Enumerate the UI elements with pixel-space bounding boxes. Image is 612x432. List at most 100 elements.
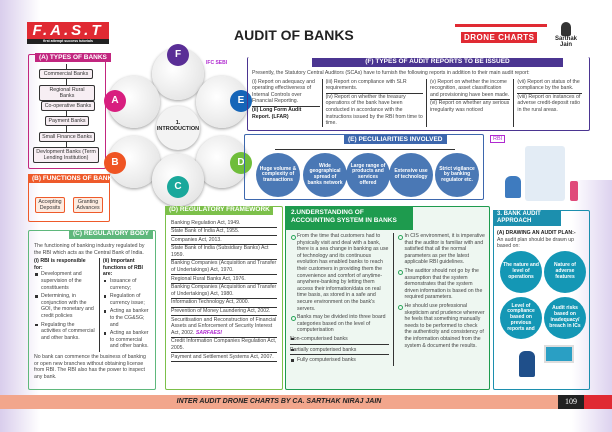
cis-point: He should use professional skepticism an… — [397, 303, 485, 349]
functions-heading: (B) FUNCTIONS OF BANK — [28, 174, 112, 183]
computer-monitor-shape — [544, 345, 574, 363]
bank-type: Co-operative Banks — [41, 101, 95, 111]
law-item: Credit Information Companies Regulation … — [171, 338, 277, 354]
petal-b: B — [104, 136, 160, 188]
law-item: Banking Companies (Acquisition and Trans… — [171, 284, 277, 299]
reports-column: (iii) Report on compliance with SLR requ… — [321, 78, 426, 127]
drone-bar — [455, 24, 547, 27]
regulatory-heading: (C) REGULATORY BODY — [69, 230, 153, 239]
rbi-functions-column: (ii) Important functions of RBI are: Iss… — [98, 258, 150, 352]
petal-b-label: B — [104, 152, 126, 174]
category-item: Non-computerised banks — [290, 336, 390, 345]
law-item-with-annotation: Securitisation and Reconstruction of Fin… — [171, 316, 277, 338]
accounting-paragraph: From the time that customers had to phys… — [290, 233, 389, 312]
reports-column: (v) Report on whether the income recogni… — [425, 78, 513, 127]
author-name: Sarthak Jain — [554, 36, 577, 48]
petal-a: A — [104, 76, 160, 128]
reports-columns: (i) Report on adequacy and operating eff… — [252, 78, 585, 127]
list-item: Issuance of currency; — [103, 278, 150, 291]
list-item: Acting as banker to commercial and other… — [103, 330, 150, 350]
peculiarity-item: Extensive use of technology — [389, 153, 433, 197]
author-logo: Sarthak Jain — [550, 22, 582, 50]
plan-basis-item: Level of compliance based on previous re… — [500, 297, 542, 339]
person-shape — [505, 176, 521, 198]
list-item: Acting as banker to the CG&SG; and — [103, 308, 150, 328]
petal-d: D — [196, 136, 252, 188]
page-number: 109 — [558, 395, 584, 409]
law-item: Regional Rural Banks Act, 1976. — [171, 275, 277, 284]
sarfaesi-annotation: SARFAESI — [195, 329, 222, 336]
law-item: State Bank of India Act, 1955. — [171, 228, 277, 237]
accounting-heading: 2.UNDERSTANDING OF ACCOUNTING SYSTEM IN … — [285, 206, 413, 230]
peculiarities-heading: (E) PECULIARITIES INVOLVED — [344, 135, 447, 144]
law-item: Companies Act, 2013. — [171, 236, 277, 245]
audit-plan-subheading: (A) DRAWING AN AUDIT PLAN:- — [497, 230, 576, 236]
connector-line — [275, 149, 455, 150]
list-item: Regulation of currency issue; — [103, 293, 150, 306]
author-portrait-icon — [561, 22, 571, 36]
bank-type: Small Finance Banks — [39, 132, 95, 142]
category-item: Partially computerised banks — [290, 347, 390, 356]
drone-charts-logo: DRONE CHARTS — [455, 22, 547, 48]
petal-c: C — [152, 154, 204, 206]
regulatory-columns: (i) RBI is responsible for: Development … — [34, 258, 150, 352]
rbi-functions-list: Issuance of currency; Regulation of curre… — [103, 278, 150, 350]
reports-column: (vii) Report on status of the compliance… — [513, 78, 585, 127]
report-item: (vii) Report on status of the compliance… — [517, 79, 582, 94]
bank-type: Devlopment Banks (Term Lending Instituti… — [33, 147, 99, 163]
peculiarities-box: (E) PECULIARITIES INVOLVED Huge volume &… — [244, 134, 484, 200]
list-item: Development and supervision of the const… — [34, 271, 95, 291]
accounting-right-column: In CIS environment, it is imperative tha… — [393, 233, 485, 366]
law-item: Banking Companies (Acquisition and Trans… — [171, 260, 277, 276]
petal-d-label: D — [230, 152, 252, 174]
approach-heading: 3. BANK AUDIT APPROACH — [493, 210, 561, 226]
framework-heading: (D) REGULATORY FRAMEWORK — [165, 206, 273, 215]
petal-a-label: A — [104, 90, 126, 112]
footer-text: INTER AUDIT DRONE CHARTS BY CA. SARTHAK … — [176, 398, 382, 405]
category-item: Fully computerised banks — [290, 357, 389, 364]
bank-audit-approach-box: 3. BANK AUDIT APPROACH (A) DRAWING AN AU… — [493, 210, 590, 390]
law-item: Payment and Settlement Systems Act, 2007… — [171, 353, 277, 362]
function-item: Accepting Deposits — [35, 197, 65, 213]
report-item: (ii) Long Form Audit Report. (LFAR) — [252, 106, 302, 120]
regulatory-body-box: (C) REGULATORY BODY The functioning of b… — [28, 230, 156, 390]
plan-basis-item: Nature of adverse features — [544, 251, 586, 293]
rbi-functions-title: (ii) Important functions of RBI are: — [102, 258, 143, 278]
ifc-annotation: IFC SEBI — [206, 60, 228, 66]
regulatory-framework-box: (D) REGULATORY FRAMEWORK Banking Regulat… — [165, 206, 283, 390]
regulatory-footer: No bank can commence the business of ban… — [34, 353, 146, 380]
audit-reports-box: (F) TYPES OF AUDIT REPORTS TO BE ISSUED … — [247, 57, 590, 131]
peculiarity-item: Huge volume & complexity of transactions — [256, 153, 300, 197]
accounting-paragraph: Banks may be divided into three board ca… — [290, 314, 389, 334]
introduction-diagram: F A E B D C 1. INTRODUCTION — [100, 40, 260, 206]
report-item: (vi) Report on whether any serious irreg… — [429, 100, 510, 113]
introduction-center: 1. INTRODUCTION — [156, 106, 200, 150]
document-shape — [525, 146, 565, 201]
report-item: (iv) Report on whether the treasury oper… — [325, 93, 423, 127]
plan-basis-item: The nature and level of operations — [500, 251, 542, 293]
rbi-annotation: RBI — [490, 135, 506, 143]
accounting-system-box: 2.UNDERSTANDING OF ACCOUNTING SYSTEM IN … — [285, 206, 490, 390]
drone-logo-text: DRONE CHARTS — [461, 32, 538, 43]
rbi-responsible-column: (i) RBI is responsible for: Development … — [34, 258, 95, 352]
function-item: Granting Advances — [73, 197, 103, 213]
list-item: Regulating the activities of commercial … — [34, 322, 95, 342]
audit-plan-intro: An audit plan should be drawn up based o… — [497, 236, 575, 250]
report-item: (v) Report on whether the income recogni… — [429, 79, 511, 101]
petal-f-label: F — [167, 44, 189, 66]
cis-point: In CIS environment, it is imperative tha… — [397, 233, 485, 266]
peculiarity-item: Large range of products and services off… — [346, 153, 390, 197]
footer-bar: INTER AUDIT DRONE CHARTS BY CA. SARTHAK … — [0, 395, 558, 409]
logo-tagline: first attempt success tutorials — [27, 39, 109, 44]
reports-heading: (F) TYPES OF AUDIT REPORTS TO BE ISSUED — [312, 58, 563, 67]
list-item: Determining, in conjunction with the GOI… — [34, 293, 95, 319]
regulatory-intro: The functioning of banking industry regu… — [34, 243, 145, 256]
cis-points: In CIS environment, it is imperative tha… — [397, 233, 485, 349]
law-item: Banking Regulation Act, 1949. — [171, 219, 277, 228]
law-item: Prevention of Money Laundering Act, 2002… — [171, 308, 277, 317]
cis-point: The auditor should not go by the assumpt… — [397, 268, 485, 301]
coin-stack-shape — [570, 181, 578, 201]
auditor-illustration — [500, 146, 585, 206]
bank-type: Regional Rural Banks — [39, 85, 95, 101]
reports-intro: Presently, the Statutory Central Auditor… — [252, 70, 530, 76]
